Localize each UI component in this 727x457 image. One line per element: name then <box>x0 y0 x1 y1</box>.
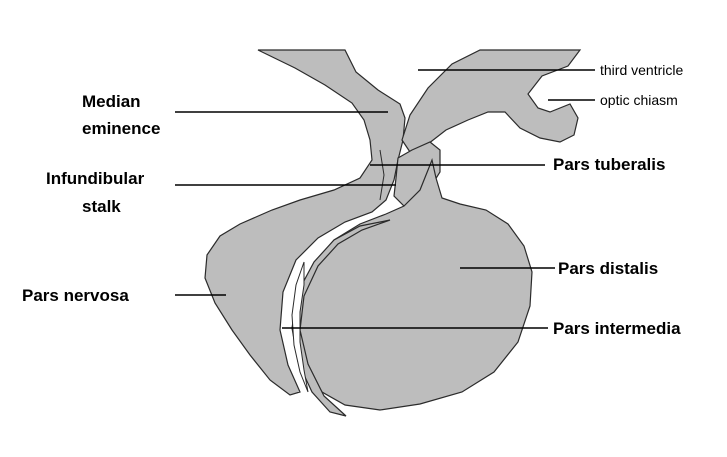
label-median-eminence-2: eminence <box>82 119 160 138</box>
label-infundibular-stalk-1: Infundibular <box>46 169 145 188</box>
label-pars-intermedia: Pars intermedia <box>553 319 681 338</box>
label-infundibular-stalk-2: stalk <box>82 197 121 216</box>
label-pars-distalis: Pars distalis <box>558 259 658 278</box>
hypothalamus-shape <box>402 50 580 155</box>
label-pars-nervosa: Pars nervosa <box>22 286 129 305</box>
label-median-eminence-1: Median <box>82 92 141 111</box>
label-third-ventricle: third ventricle <box>600 62 683 78</box>
label-optic-chiasm: optic chiasm <box>600 92 678 108</box>
label-pars-tuberalis: Pars tuberalis <box>553 155 665 174</box>
